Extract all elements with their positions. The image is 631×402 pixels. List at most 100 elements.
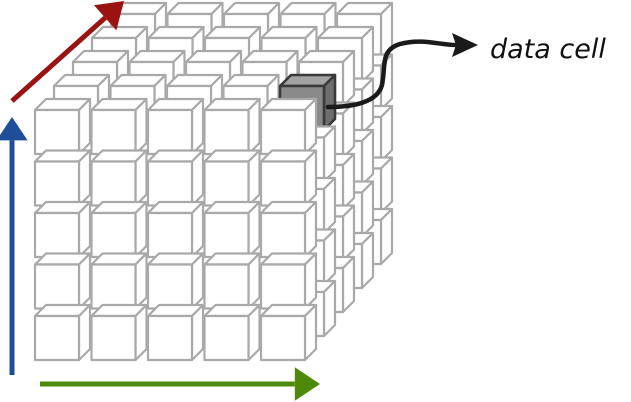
cube-side-face <box>322 73 337 132</box>
cube-cell <box>259 303 318 362</box>
cube-front-face <box>33 314 81 362</box>
cube-cell <box>259 149 318 207</box>
cube-front-face <box>203 263 250 310</box>
cube-front-face <box>90 211 137 259</box>
cube-side-face <box>322 228 337 286</box>
cube-side-face <box>379 207 394 266</box>
cube-side-face <box>303 200 318 259</box>
cube-front-face <box>259 314 307 362</box>
cube-side-face <box>77 200 92 259</box>
cube-front-face <box>33 160 81 207</box>
cube-side-face <box>190 252 205 310</box>
cube-side-face <box>322 176 337 235</box>
cube-cell <box>33 97 92 156</box>
axes-group <box>0 1 320 401</box>
cube-front-face <box>33 211 81 259</box>
cube-front-face <box>90 160 137 207</box>
cube-front-face <box>146 263 194 310</box>
cube-front-face <box>146 211 194 259</box>
depth-axis-arrow-shaft <box>10 15 107 103</box>
horizontal-axis-arrow-head <box>294 367 320 401</box>
cube-side-face <box>134 149 148 207</box>
cube-side-face <box>134 303 148 362</box>
connector-arrowhead <box>452 33 478 57</box>
cube-side-face <box>360 231 375 290</box>
cube-side-face <box>77 252 92 310</box>
cube-cell <box>146 200 205 259</box>
cube-cell <box>33 149 92 207</box>
cube-front-face <box>33 108 81 156</box>
cube-side-face <box>134 252 148 310</box>
cube-side-face <box>322 279 337 338</box>
cube-side-face <box>190 200 205 259</box>
cube-side-face <box>77 149 92 207</box>
cube-side-face <box>190 97 205 156</box>
cube-cell <box>203 252 261 310</box>
cube-side-face <box>247 97 261 156</box>
cube-cell <box>203 200 261 259</box>
cube-cell <box>146 97 205 156</box>
cube-cell <box>33 200 92 259</box>
cube-front-face <box>259 211 307 259</box>
cube-front-face <box>33 263 81 310</box>
cube-front-face <box>259 160 307 207</box>
cube-side-face <box>247 149 261 207</box>
cube-cell <box>90 252 148 310</box>
cube-side-face <box>360 25 375 84</box>
cube-cell <box>259 97 318 156</box>
cube-front-face <box>90 108 137 156</box>
cube-cell <box>146 149 205 207</box>
cube-cell <box>146 252 205 310</box>
cube-front-face <box>90 314 137 362</box>
data-cell-callout: data cell <box>325 33 606 110</box>
cube-front-face <box>90 263 137 310</box>
connector-arrow <box>325 39 459 110</box>
cube-cell <box>146 303 205 362</box>
cube-front-face <box>203 108 250 156</box>
cube-cell <box>90 97 148 156</box>
depth-axis-arrow <box>10 1 124 103</box>
data-cell-label: data cell <box>490 34 606 65</box>
cube-cell <box>203 303 261 362</box>
cube-side-face <box>360 180 375 238</box>
cube-side-face <box>247 200 261 259</box>
cube-front-face <box>146 314 194 362</box>
cube-front-face <box>203 314 250 362</box>
cube-side-face <box>341 101 356 159</box>
cube-side-face <box>379 104 394 163</box>
cube-side-face <box>303 97 318 156</box>
cube-cell <box>203 97 261 156</box>
cube-cell <box>90 149 148 207</box>
cube-front-face <box>146 108 194 156</box>
cube-side-face <box>303 149 318 207</box>
cube-cell <box>203 149 261 207</box>
cube-side-face <box>379 156 394 214</box>
cube-front-face <box>203 160 250 207</box>
cube-side-face <box>134 97 148 156</box>
cube-side-face <box>247 252 261 310</box>
cube-cell <box>90 303 148 362</box>
cube-side-face <box>341 255 356 314</box>
cube-side-face <box>360 128 375 187</box>
cube-side-face <box>247 303 261 362</box>
cube-side-face <box>360 77 375 135</box>
cube-side-face <box>341 152 356 211</box>
cube-cell <box>90 200 148 259</box>
cube-side-face <box>190 149 205 207</box>
cube-front-face <box>203 211 250 259</box>
cube-front-face <box>146 160 194 207</box>
cube-cell <box>33 303 92 362</box>
cube-side-face <box>77 303 92 362</box>
depth-axis-arrow-head <box>94 1 124 31</box>
cube-front-face <box>259 263 307 310</box>
cube-side-face <box>322 125 337 183</box>
cube-side-face <box>190 303 205 362</box>
horizontal-axis-arrow <box>40 367 320 401</box>
vertical-axis-arrow <box>0 117 28 375</box>
cube-side-face <box>303 303 318 362</box>
cube-grid <box>33 1 394 362</box>
cube-front-face <box>259 108 307 156</box>
cube-side-face <box>303 252 318 310</box>
cube-side-face <box>341 49 356 108</box>
